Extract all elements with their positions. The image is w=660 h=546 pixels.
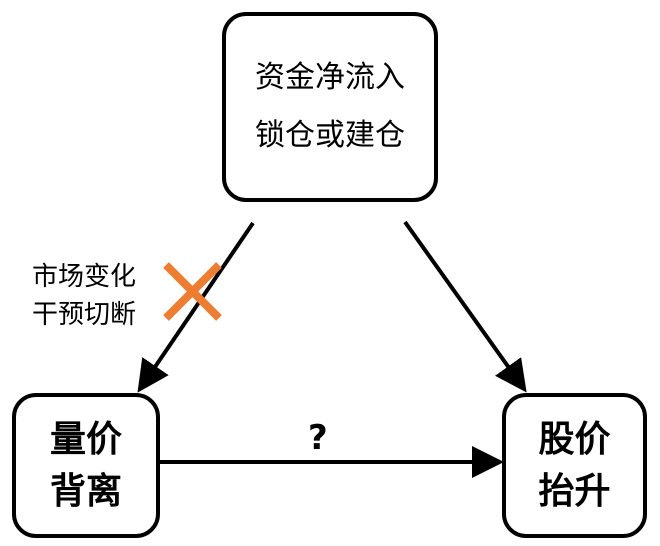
edge-label-line: 干预切断 [32,300,137,330]
node-text: 锁仓或建仓 [255,118,405,153]
node-text: 资金净流入 [255,60,405,95]
node-text: 股价 [538,418,611,460]
node-text: 背离 [49,470,122,512]
node-volume-price-divergence: 量价 背离 [12,393,160,538]
edge-label-line: 市场变化 [32,262,137,292]
arrow-top-to-left [137,221,255,393]
node-text: 量价 [49,418,122,460]
node-text: 抬升 [538,470,611,512]
question-mark: ? [308,418,328,458]
arrow-top-to-right [403,220,527,393]
cross-icon [163,262,222,321]
node-price-rise: 股价 抬升 [502,393,647,538]
edge-label: 市场变化 干预切断 [32,258,136,334]
node-capital-inflow: 资金净流入 锁仓或建仓 [222,12,438,202]
